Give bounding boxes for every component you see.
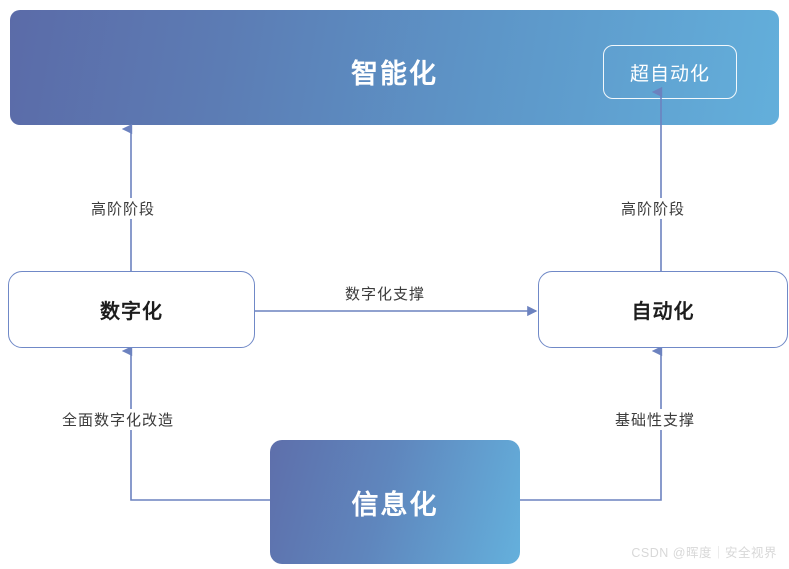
edge-label-information-to-automation: 基础性支撑 — [608, 409, 703, 430]
node-intelligent-label: 智能化 — [351, 59, 438, 89]
node-information: 信息化 — [270, 440, 520, 564]
node-hyperautomation-label: 超自动化 — [629, 63, 710, 85]
edge-label-information-to-digital: 全面数字化改造 — [55, 409, 182, 430]
node-intelligent-banner: 智能化 超自动化 — [10, 10, 779, 125]
node-information-label: 信息化 — [351, 489, 439, 520]
node-digital: 数字化 — [8, 271, 255, 348]
edge-label-digital-to-automation: 数字化支撑 — [338, 283, 433, 304]
node-hyperautomation-chip: 超自动化 — [603, 45, 737, 99]
watermark: CSDN @晖度｜安全视界 — [631, 546, 777, 560]
edge-label-digital-to-intelligent: 高阶阶段 — [84, 198, 163, 219]
node-automation: 自动化 — [538, 271, 788, 348]
edge-label-automation-to-hyperautomation: 高阶阶段 — [614, 198, 693, 219]
node-digital-label: 数字化 — [100, 301, 163, 323]
node-automation-label: 自动化 — [631, 301, 695, 323]
